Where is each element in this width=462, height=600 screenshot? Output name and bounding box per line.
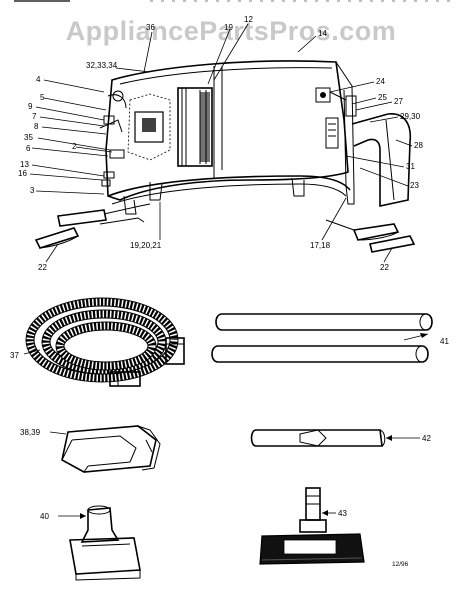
callout-41: 41	[440, 337, 449, 346]
callout-2: 2	[72, 142, 77, 151]
vacuum-housing-assembly	[99, 60, 412, 215]
latch	[325, 117, 339, 149]
leader-arrowheads	[80, 333, 428, 519]
left-wheel-assembly	[34, 203, 151, 249]
housing-top-rim	[119, 67, 333, 85]
callout-19-20-21: 19,20,21	[130, 241, 162, 250]
callout-31: 31	[406, 162, 415, 171]
callout-37: 37	[10, 351, 19, 360]
callout-3: 3	[30, 186, 35, 195]
callout-22-right: 22	[380, 263, 389, 272]
callout-35: 35	[24, 133, 33, 142]
callout-7: 7	[32, 112, 37, 121]
callout-29-30: 29,30	[400, 112, 421, 121]
watermark: AppliancePartsPros.com	[65, 16, 397, 46]
callout-28: 28	[414, 141, 423, 150]
callout-27: 27	[394, 97, 403, 106]
callout-17-18: 17,18	[310, 241, 331, 250]
leader-lines	[23, 23, 429, 517]
callout-16: 16	[18, 169, 27, 178]
callout-12: 12	[244, 15, 253, 24]
callout-6: 6	[26, 144, 31, 153]
date-code: 12/96	[392, 561, 409, 568]
callout-labels: 4 5 9 7 8 35 2 6 13 16 3 36 32,33,34 12 …	[10, 15, 449, 568]
callout-25: 25	[378, 93, 387, 102]
callout-5: 5	[40, 93, 45, 102]
carry-handle	[351, 113, 412, 207]
callout-40: 40	[40, 512, 49, 521]
extension-wands-part-41	[211, 313, 433, 363]
housing-base	[107, 175, 351, 197]
callout-32-33-34: 32,33,34	[86, 61, 118, 70]
callout-14: 14	[318, 29, 327, 38]
floor-tool-part-43	[259, 487, 365, 565]
upholstery-tool-part-40	[69, 505, 141, 581]
callout-38-39: 38,39	[20, 428, 41, 437]
right-wheel-assembly	[325, 219, 416, 253]
callout-23: 23	[410, 181, 419, 190]
callout-42: 42	[422, 434, 431, 443]
motor	[134, 111, 164, 143]
motor-cavity	[127, 93, 171, 161]
cord-hook	[107, 94, 127, 109]
callout-4: 4	[36, 75, 41, 84]
callout-13: 13	[20, 160, 29, 169]
callout-8: 8	[34, 122, 39, 131]
hose-part-37	[25, 297, 185, 387]
callout-43: 43	[338, 509, 347, 518]
callout-9: 9	[28, 102, 33, 111]
hose-cuff	[165, 337, 185, 365]
crevice-tool-part-42	[250, 429, 386, 447]
callout-19-top: 19	[224, 23, 233, 32]
callout-36: 36	[146, 23, 155, 32]
dust-bag-part-38-39	[61, 425, 161, 473]
callout-24: 24	[376, 77, 385, 86]
handle-socket	[315, 87, 331, 103]
callout-22-left: 22	[38, 263, 47, 272]
filter-cartridge	[177, 87, 213, 167]
